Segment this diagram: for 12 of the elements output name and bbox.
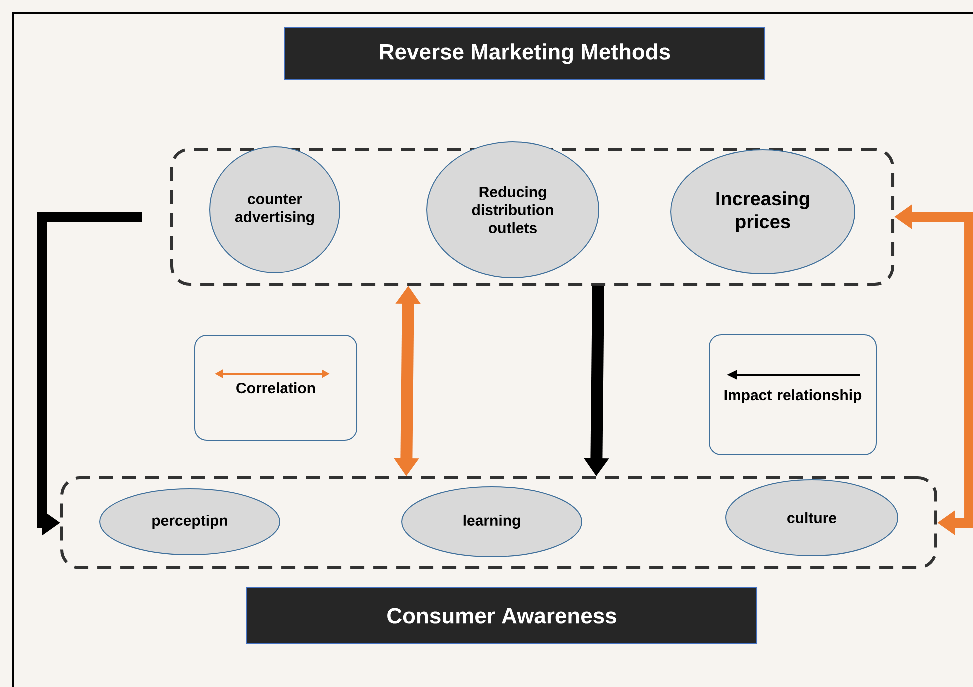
title-banner: Reverse Marketing Methods: [284, 28, 766, 80]
ellipse-node: counter advertising: [210, 146, 340, 274]
ellipse-node: learning: [402, 486, 582, 558]
dashed-group-box: [170, 148, 895, 286]
ellipse-node: Increasing prices: [670, 150, 856, 274]
title-banner: Consumer Awareness: [246, 588, 758, 644]
dashed-group-box: [60, 476, 938, 570]
ellipse-node: perceptipn: [100, 488, 280, 556]
ellipse-node: Reducing distribution outlets: [426, 142, 600, 278]
legend-box: Correlation: [194, 335, 358, 441]
ellipse-node: culture: [726, 480, 899, 556]
legend-box: Impact relationship: [709, 334, 878, 456]
